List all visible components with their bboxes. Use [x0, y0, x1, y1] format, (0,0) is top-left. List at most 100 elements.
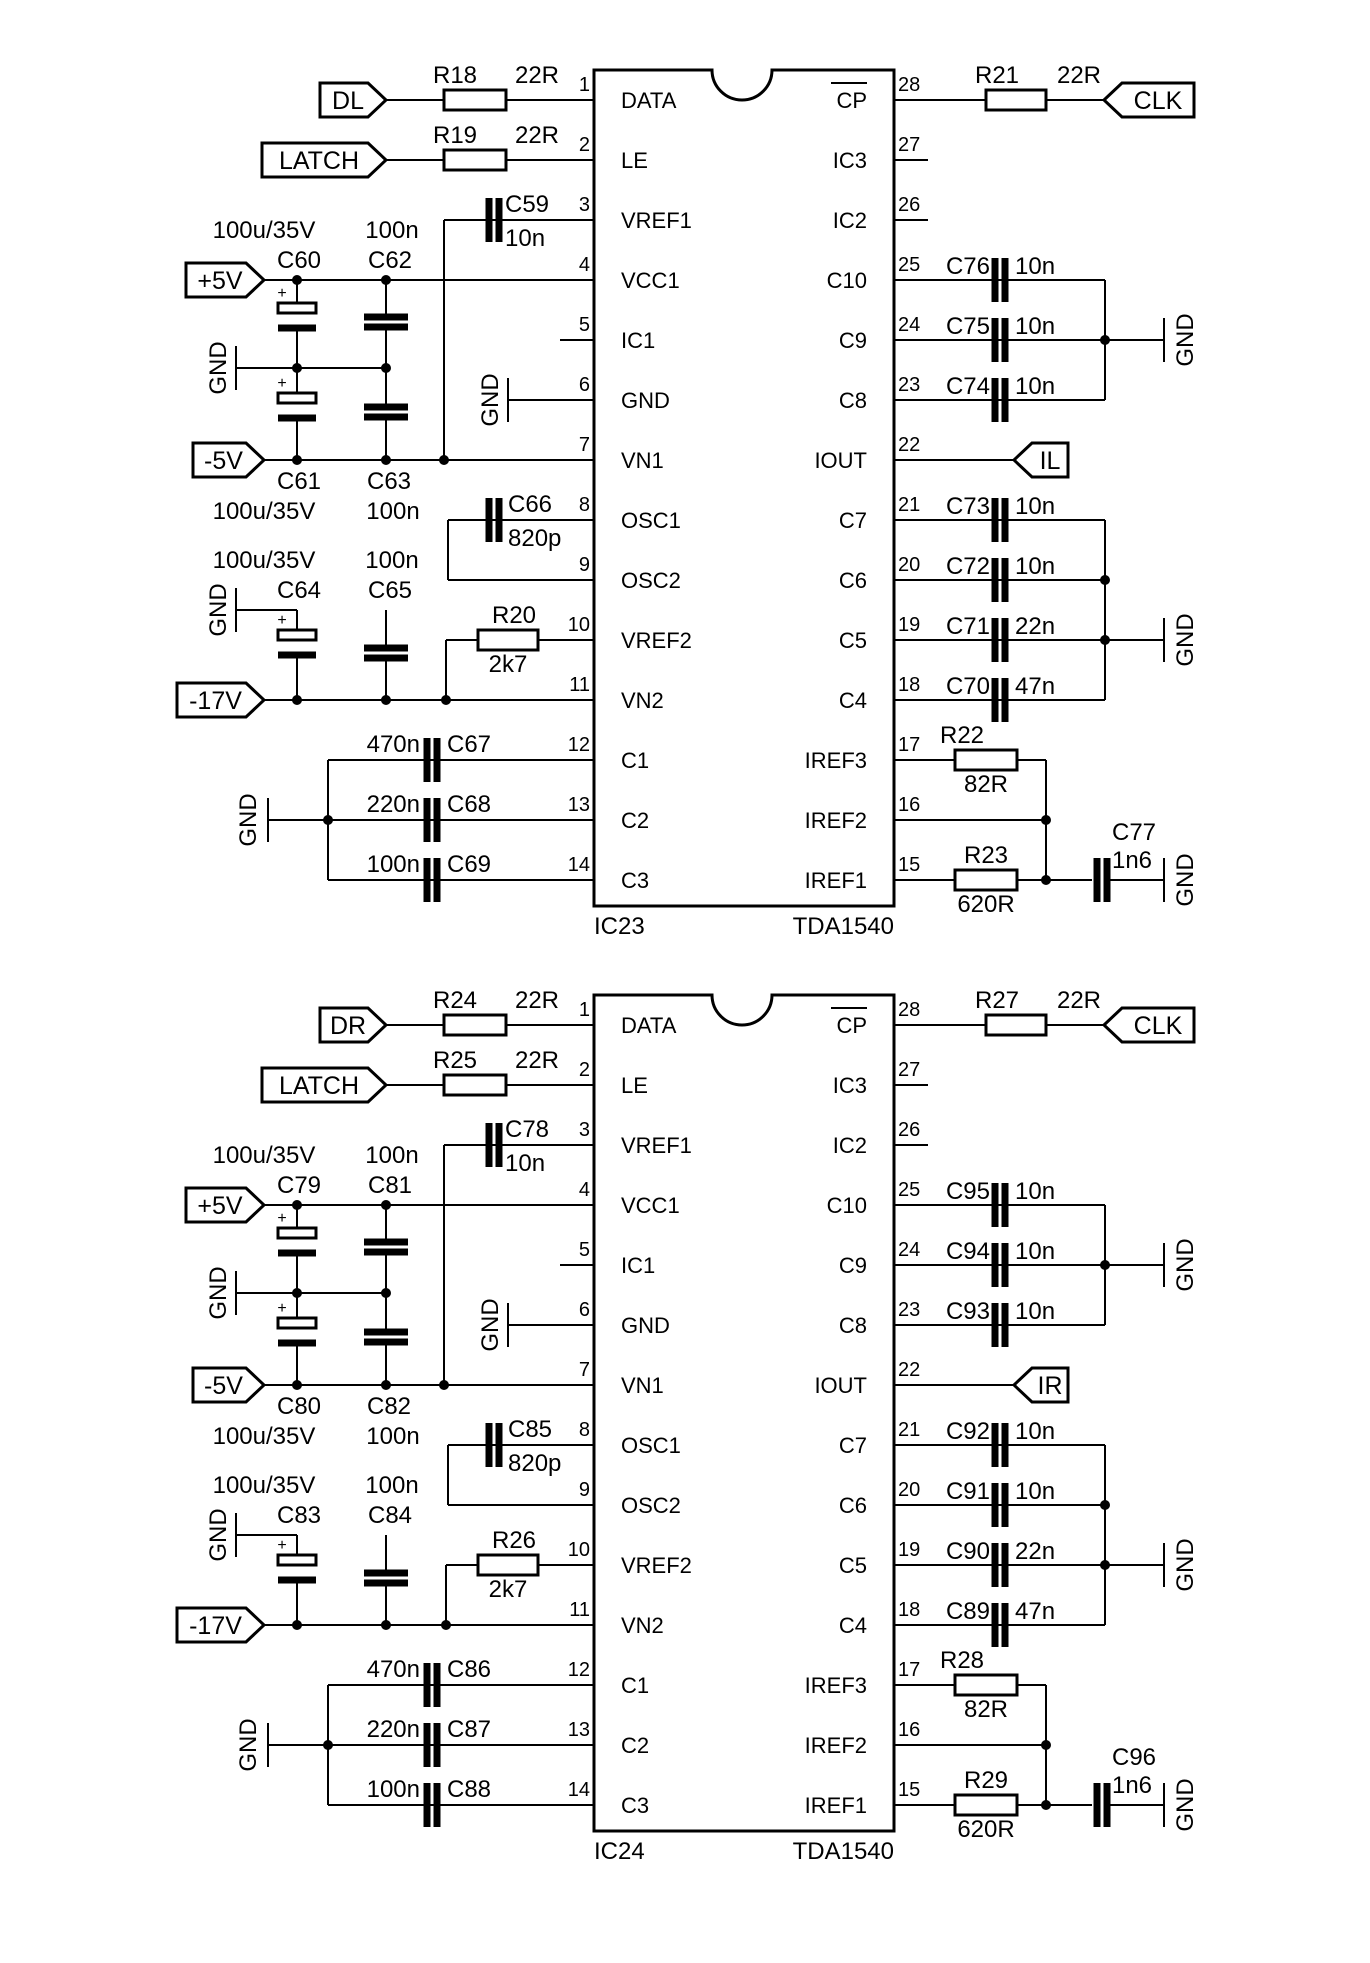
pin-number: 5 — [579, 314, 590, 336]
pin-name: IC1 — [621, 328, 655, 353]
pin-number: 8 — [579, 494, 590, 516]
port-label: -5V — [204, 1372, 243, 1400]
pin-name: VREF1 — [621, 1133, 692, 1158]
junction-dot — [439, 1380, 449, 1390]
port-flag — [1011, 441, 1070, 479]
port-label: DR — [330, 1012, 366, 1040]
pin-name: C10 — [827, 1193, 867, 1218]
pin-number: 17 — [898, 734, 920, 756]
capacitor-value: 100u/35V — [213, 1423, 316, 1450]
pin-number: 16 — [898, 794, 920, 816]
capacitor-value: 100u/35V — [213, 547, 316, 574]
pin-number: 7 — [579, 434, 590, 456]
pin-name: C10 — [827, 268, 867, 293]
pin-number: 15 — [898, 1779, 920, 1801]
resistor-reference: R20 — [492, 602, 536, 629]
resistor-reference: R18 — [433, 62, 477, 89]
capacitor-value: 10n — [1015, 1418, 1055, 1445]
ground-label: GND — [1172, 1778, 1199, 1831]
capacitor-reference: C60 — [277, 247, 321, 274]
junction-dot — [381, 695, 391, 705]
pin-number: 28 — [898, 999, 920, 1021]
pin-name: CP — [836, 1013, 867, 1038]
port-label: IL — [1040, 447, 1061, 475]
pin-name: OSC2 — [621, 1493, 681, 1518]
pin-number: 14 — [568, 1779, 590, 1801]
port-label: DL — [332, 87, 364, 115]
pin-number: 5 — [579, 1239, 590, 1261]
capacitor-reference: C95 — [946, 1178, 990, 1205]
pin-number: 21 — [898, 1419, 920, 1441]
pin-name: IC1 — [621, 1253, 655, 1278]
pin-name: VREF2 — [621, 628, 692, 653]
port-flag — [191, 1366, 267, 1404]
capacitor-reference: C80 — [277, 1393, 321, 1420]
port-flag — [1011, 1366, 1070, 1404]
resistor-reference: R26 — [492, 1527, 536, 1554]
pin-name: IC2 — [833, 208, 867, 233]
polarity-plus-label: + — [277, 285, 286, 302]
port-flag — [1101, 81, 1196, 119]
capacitor-value: 100u/35V — [213, 217, 316, 244]
resistor-reference: R27 — [975, 987, 1019, 1014]
capacitor-reference: C72 — [946, 553, 990, 580]
resistor — [953, 1673, 1019, 1697]
resistor — [953, 868, 1019, 892]
polarity-plus-label: + — [277, 1537, 286, 1554]
pin-name: C9 — [839, 1253, 867, 1278]
pin-number: 24 — [898, 314, 920, 336]
resistor — [442, 1073, 508, 1097]
resistor — [476, 628, 540, 652]
port-label: +5V — [197, 1192, 243, 1220]
capacitor-reference: C63 — [367, 468, 411, 495]
pin-name: VCC1 — [621, 1193, 680, 1218]
pin-number: 8 — [579, 1419, 590, 1441]
junction-dot — [292, 695, 302, 705]
resistor — [984, 88, 1048, 112]
pin-number: 27 — [898, 1059, 920, 1081]
pin-name: VN1 — [621, 1373, 664, 1398]
capacitor-reference: C79 — [277, 1172, 321, 1199]
ground-label: GND — [205, 341, 232, 394]
ic-part-number: TDA1540 — [793, 1838, 894, 1865]
port-flag — [318, 1006, 389, 1044]
ground-label: GND — [1172, 853, 1199, 906]
resistor-value: 22R — [515, 62, 559, 89]
junction-dot — [1041, 815, 1051, 825]
electrolytic-plate — [276, 391, 318, 405]
pin-name: IREF3 — [805, 1673, 867, 1698]
resistor-reference: R28 — [940, 1647, 984, 1674]
pin-number: 10 — [568, 1539, 590, 1561]
ground-label: GND — [477, 373, 504, 426]
resistor-value: 22R — [1057, 987, 1101, 1014]
pin-number: 22 — [898, 434, 920, 456]
ground-label: GND — [1172, 613, 1199, 666]
capacitor-value: 10n — [505, 1150, 545, 1177]
port-flag — [184, 261, 267, 299]
capacitor-value: 100n — [367, 1776, 420, 1803]
ic-body — [592, 993, 896, 1833]
ground-label: GND — [1172, 1538, 1199, 1591]
polarity-plus-label: + — [277, 1300, 286, 1317]
capacitor-reference: C75 — [946, 313, 990, 340]
port-flag — [191, 441, 267, 479]
pin-name: C1 — [621, 748, 649, 773]
capacitor-reference: C77 — [1112, 819, 1156, 846]
capacitor-value: 10n — [1015, 553, 1055, 580]
capacitor-reference: C71 — [946, 613, 990, 640]
ground-label: GND — [205, 1266, 232, 1319]
capacitor-reference: C94 — [946, 1238, 990, 1265]
capacitor-value: 47n — [1015, 1598, 1055, 1625]
pin-name: GND — [621, 388, 670, 413]
pin-name: C3 — [621, 868, 649, 893]
pin-number: 26 — [898, 194, 920, 216]
pin-name: C8 — [839, 388, 867, 413]
port-flag — [175, 1606, 267, 1644]
pin-number: 23 — [898, 374, 920, 396]
capacitor-value: 820p — [508, 525, 561, 552]
pin-number: 6 — [579, 1299, 590, 1321]
pin-name: VCC1 — [621, 268, 680, 293]
port-flag — [1101, 1006, 1196, 1044]
capacitor-reference: C90 — [946, 1538, 990, 1565]
pin-number: 19 — [898, 614, 920, 636]
